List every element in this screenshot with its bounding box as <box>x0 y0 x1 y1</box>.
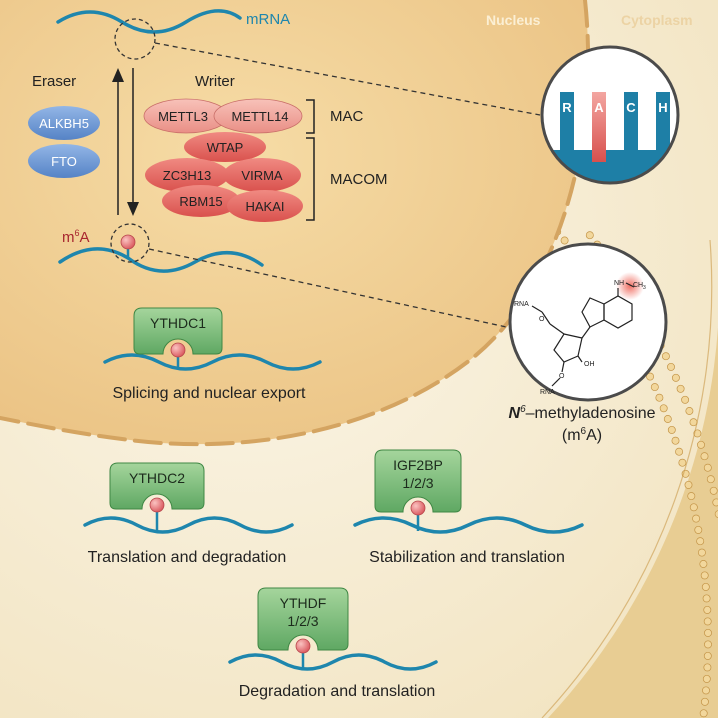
macom-bracket <box>306 137 315 221</box>
writer-hakai: HAKAI <box>227 190 303 222</box>
molecule-structure <box>531 282 635 387</box>
reader-caption-ythdc1: Splicing and nuclear export <box>112 385 306 402</box>
m6a-label: m6A <box>62 228 90 246</box>
writer-wtap: WTAP <box>184 132 266 162</box>
reader-name: 1/2/3 <box>287 613 318 629</box>
methyladenosine-zoom: N H CH 3 RNA O OH O RNA <box>508 242 668 402</box>
mrna-strand <box>56 9 242 34</box>
svg-text:CH: CH <box>633 282 643 289</box>
macom-label: MACOM <box>330 171 388 188</box>
m6a-mark <box>120 234 136 250</box>
svg-text:METTL3: METTL3 <box>158 109 208 124</box>
svg-text:METTL14: METTL14 <box>231 109 288 124</box>
m6a-highlight-circle <box>110 223 150 263</box>
reader-name: YTHDC2 <box>129 470 185 486</box>
reader-ythdc2: YTHDC2 <box>83 462 294 534</box>
reader-igf2bp: IGF2BP 1/2/3 <box>353 449 584 534</box>
writer-mettl3: METTL3 <box>143 98 229 134</box>
reader-ythdf: YTHDF 1/2/3 <box>228 587 438 671</box>
writer-zc3h13: ZC3H13 <box>145 158 229 192</box>
reader-ythdc1: YTHDC1 <box>103 307 322 371</box>
svg-text:H: H <box>619 280 624 287</box>
reader-name: IGF2BP <box>393 457 443 473</box>
motif-bar-r <box>560 92 574 162</box>
svg-text:RBM15: RBM15 <box>179 194 222 209</box>
writer-virma: VIRMA <box>223 158 301 192</box>
svg-text:WTAP: WTAP <box>207 140 244 155</box>
mac-label: MAC <box>330 108 364 125</box>
svg-text:ZC3H13: ZC3H13 <box>163 168 211 183</box>
reader-name: YTHDF <box>280 595 327 611</box>
methyl-highlight <box>616 272 644 300</box>
svg-text:OH: OH <box>584 361 595 368</box>
molecule-abbreviation: (m6A) <box>562 426 602 444</box>
reader-caption-ythdf: Degradation and translation <box>239 683 436 700</box>
svg-text:FTO: FTO <box>51 154 77 169</box>
methylated-mrna-strand <box>58 247 264 273</box>
svg-text:HAKAI: HAKAI <box>245 199 284 214</box>
motif-bar-h <box>656 92 670 162</box>
motif-letter-c: C <box>626 100 636 115</box>
svg-text:O: O <box>539 316 545 323</box>
reader-name: 1/2/3 <box>402 475 433 491</box>
cytoplasm-label: Cytoplasm <box>621 12 693 28</box>
svg-text:O: O <box>559 373 565 380</box>
nucleus-label: Nucleus <box>486 12 541 28</box>
reader-caption-ythdc2: Translation and degradation <box>88 549 287 566</box>
reader-name: YTHDC1 <box>150 315 206 331</box>
motif-bar-a <box>592 92 606 162</box>
svg-text:N: N <box>614 280 619 287</box>
motif-letter-a: A <box>594 100 604 115</box>
svg-text:RNA: RNA <box>540 389 555 396</box>
eraser-fto: FTO <box>28 144 100 178</box>
svg-text:ALKBH5: ALKBH5 <box>39 116 89 131</box>
motif-highlight-circle <box>114 18 156 60</box>
svg-text:3: 3 <box>643 285 646 291</box>
motif-letter-h: H <box>658 100 667 115</box>
motif-letter-r: R <box>562 100 572 115</box>
mrna-label: mRNA <box>246 11 290 28</box>
eraser-title: Eraser <box>32 73 76 90</box>
molecule-name: N6–methyladenosine <box>509 404 656 422</box>
reader-caption-igf2bp: Stabilization and translation <box>369 549 565 566</box>
molecule-pointer-line <box>148 248 521 331</box>
reversible-arrows <box>112 68 139 216</box>
svg-text:VIRMA: VIRMA <box>241 168 283 183</box>
mac-bracket <box>306 99 315 134</box>
svg-text:RNA: RNA <box>514 301 529 308</box>
writer-title: Writer <box>195 73 235 90</box>
motif-pointer-line <box>154 42 541 116</box>
motif-bar-c <box>624 92 638 162</box>
writer-mettl14: METTL14 <box>213 98 303 134</box>
eraser-alkbh5: ALKBH5 <box>28 106 100 140</box>
writer-rbm15: RBM15 <box>162 185 240 217</box>
